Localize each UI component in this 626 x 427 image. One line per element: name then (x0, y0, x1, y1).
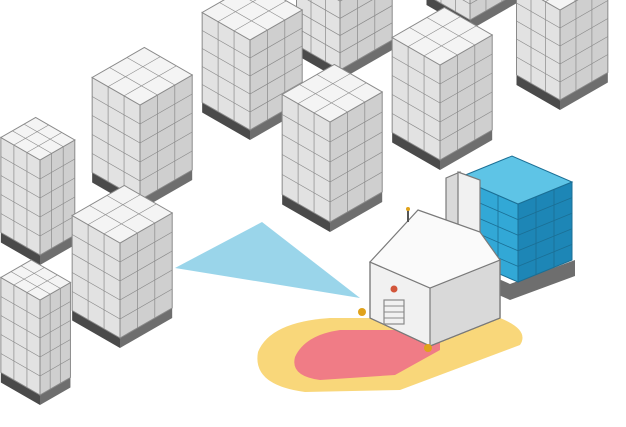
pallet-stack-5 (92, 48, 192, 211)
pallet-stack-10 (1, 260, 71, 405)
pallet-stack-9 (72, 186, 172, 349)
front-sensor-left (358, 308, 366, 316)
status-indicator-light (391, 286, 398, 293)
pallet-stack-6 (392, 8, 492, 171)
pallet-stack-7 (282, 65, 382, 233)
pallet-stack-8 (1, 118, 75, 266)
front-sensor-right (424, 344, 432, 352)
